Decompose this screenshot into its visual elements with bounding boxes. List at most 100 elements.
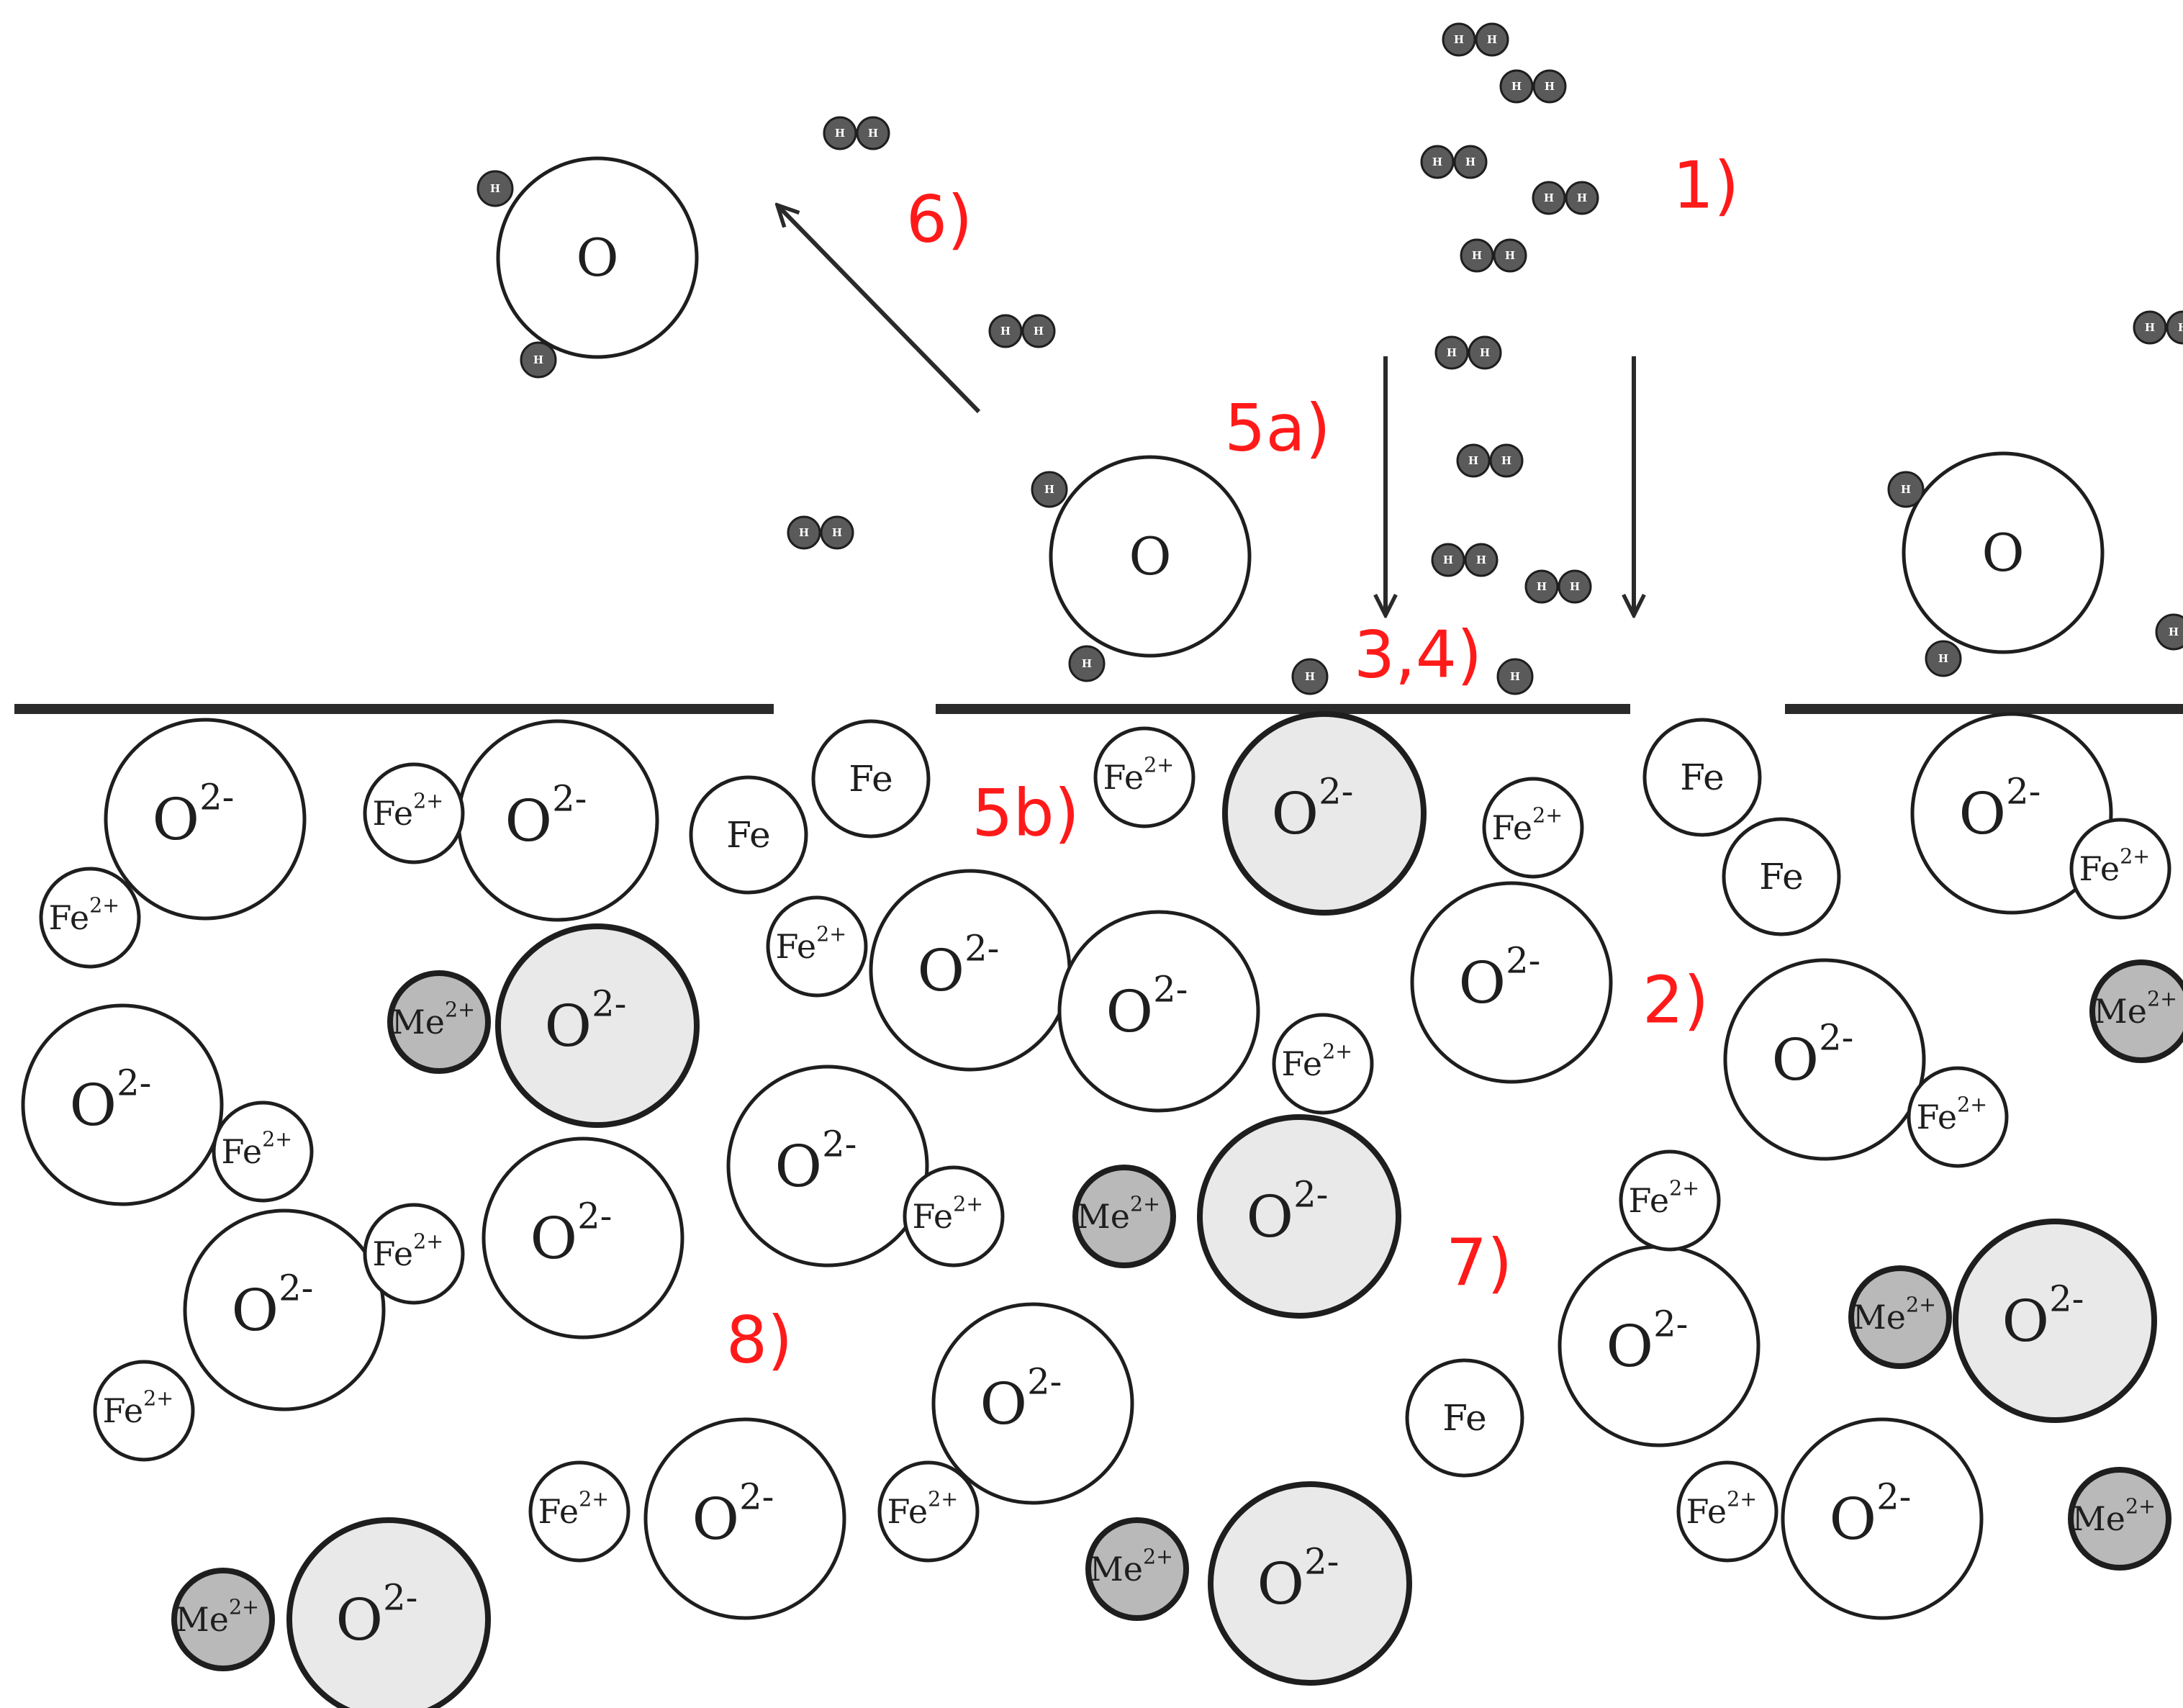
hydrogen-atom-circle xyxy=(856,116,890,150)
iron-cation-circle xyxy=(93,1360,195,1462)
hydrogen-atom-circle xyxy=(1468,335,1502,370)
hydrogen-atom-label: H xyxy=(868,127,878,140)
hydrogen-atom-label: H xyxy=(1447,346,1457,359)
iron-cation-ion: Fe2+ xyxy=(1907,1066,2009,1168)
oxide-label: O2- xyxy=(1829,1476,1911,1553)
step-label-3-4: 3,4) xyxy=(1354,618,1482,693)
iron-cation-ion: Fe2+ xyxy=(1272,1013,1374,1115)
hydrogen-atom-label: H xyxy=(2178,321,2183,334)
hydrogen-atom-circle xyxy=(823,116,857,150)
oxide-label: O2- xyxy=(505,778,587,854)
oxide-ion: O2- xyxy=(1781,1417,1984,1620)
metal-cation-circle xyxy=(2089,959,2183,1063)
fe-atom-label: Fe xyxy=(1442,1397,1487,1439)
oxide-circle xyxy=(1953,1219,2157,1423)
oxide-ion: O2- xyxy=(495,923,700,1128)
arrows xyxy=(777,205,1634,615)
metal-cation-label: Me2+ xyxy=(392,998,475,1041)
iron-cation-label: Fe2+ xyxy=(887,1487,959,1531)
iron-cation-circle xyxy=(363,1203,465,1305)
oxide-ion: O2- xyxy=(456,719,659,922)
water-hydrogen-circle xyxy=(1031,471,1068,508)
hydrogen-atom-label: H xyxy=(1505,249,1515,262)
step-label-8: 8) xyxy=(726,1303,792,1378)
water-oxygen-circle xyxy=(1049,455,1252,658)
oxide-ion: O2- xyxy=(482,1137,684,1339)
hydrogen-molecule: HH xyxy=(2133,310,2183,345)
iron-cation-circle xyxy=(1676,1460,1779,1563)
water-hydrogen-circle xyxy=(1925,640,1962,677)
oxide-lattice: O2-O2-O2-O2-O2-O2-O2-O2-O2-O2-O2-O2-O2-O… xyxy=(21,711,2183,1708)
metal-cation-label: Me2+ xyxy=(2072,1494,2156,1538)
hydrogen-atom-circle xyxy=(988,314,1023,348)
oxide-circle xyxy=(1558,1244,1761,1447)
metal-cation-ion: Me2+ xyxy=(1085,1517,1189,1621)
oxide-label: O2- xyxy=(1246,1174,1328,1250)
step-label-6: 6) xyxy=(906,182,972,258)
hydrogen-atom-circle xyxy=(1442,22,1476,57)
water-hydrogen-circle xyxy=(1887,471,1925,508)
hydrogen-atom-label: H xyxy=(835,127,845,140)
hydrogen-atom-label: H xyxy=(1472,249,1482,262)
water-oxygen-circle xyxy=(1902,451,2105,654)
fe-atom-ion: Fe xyxy=(1722,817,1841,936)
oxide-circle xyxy=(21,1003,224,1206)
metal-cation-circle xyxy=(1085,1517,1189,1621)
oxide-circle xyxy=(1910,712,2113,915)
fe-atom-circle xyxy=(689,775,808,895)
iron-cation-label: Fe2+ xyxy=(103,1386,174,1430)
iron-cation-label: Fe2+ xyxy=(1917,1093,1988,1137)
iron-cation-label: Fe2+ xyxy=(776,922,847,966)
iron-cation-circle xyxy=(766,895,868,998)
iron-cation-label: Fe2+ xyxy=(1686,1487,1758,1531)
fe-atom-label: Fe xyxy=(726,814,771,856)
water-oxygen-circle xyxy=(496,156,699,359)
oxide-ion: O2- xyxy=(104,718,307,921)
hydrogen-atom-circle xyxy=(1496,658,1534,695)
oxide-label: O2- xyxy=(152,777,234,853)
iron-cation-label: Fe2+ xyxy=(1492,803,1563,847)
iron-cation-label: Fe2+ xyxy=(373,789,444,833)
water-molecule: OHH xyxy=(1887,451,2105,677)
iron-cation-label: Fe2+ xyxy=(49,893,120,937)
hydrogen-atom-circle xyxy=(1532,69,1567,104)
hydrogen-atom-label: H xyxy=(1468,454,1478,467)
hydrogen-atom-label: H xyxy=(832,526,842,539)
oxide-ion: O2- xyxy=(1558,1244,1761,1447)
iron-cation-ion: Fe2+ xyxy=(1482,777,1584,879)
hydrogen-atom-circle xyxy=(1493,238,1527,273)
oxide-ion: O2- xyxy=(643,1417,846,1620)
hydrogen-atom-label: H xyxy=(1480,346,1490,359)
hydrogen-atom: H xyxy=(2155,613,2183,651)
oxide-ion: O2- xyxy=(21,1003,224,1206)
iron-cation-ion: Fe2+ xyxy=(1676,1460,1779,1563)
oxide-circle xyxy=(726,1065,929,1268)
iron-cation-label: Fe2+ xyxy=(1629,1176,1700,1220)
hydrogen-atom: H xyxy=(1496,658,1534,695)
step-label-1: 1) xyxy=(1673,148,1739,224)
iron-cation-label: Fe2+ xyxy=(2079,844,2151,888)
oxide-circle xyxy=(456,719,659,922)
oxide-ion: O2- xyxy=(931,1302,1134,1505)
hydrogen-atom-label: H xyxy=(1034,325,1044,338)
iron-cation-ion: Fe2+ xyxy=(1619,1149,1721,1252)
arrow-desorption xyxy=(777,205,981,414)
oxide-label: O2- xyxy=(1257,1541,1339,1617)
fe-atom-circle xyxy=(1722,817,1841,936)
oxide-label: O2- xyxy=(1271,771,1353,847)
water-hydrogen-label: H xyxy=(1938,652,1948,665)
iron-cation-label: Fe2+ xyxy=(538,1487,610,1531)
hydrogen-atom-label: H xyxy=(1511,80,1522,93)
water-hydrogen-circle xyxy=(1068,645,1106,682)
iron-cation-circle xyxy=(1093,726,1196,828)
water-hydrogen-label: H xyxy=(533,353,543,366)
oxide-circle xyxy=(495,923,700,1128)
hydrogen-atom-label: H xyxy=(1577,191,1587,204)
